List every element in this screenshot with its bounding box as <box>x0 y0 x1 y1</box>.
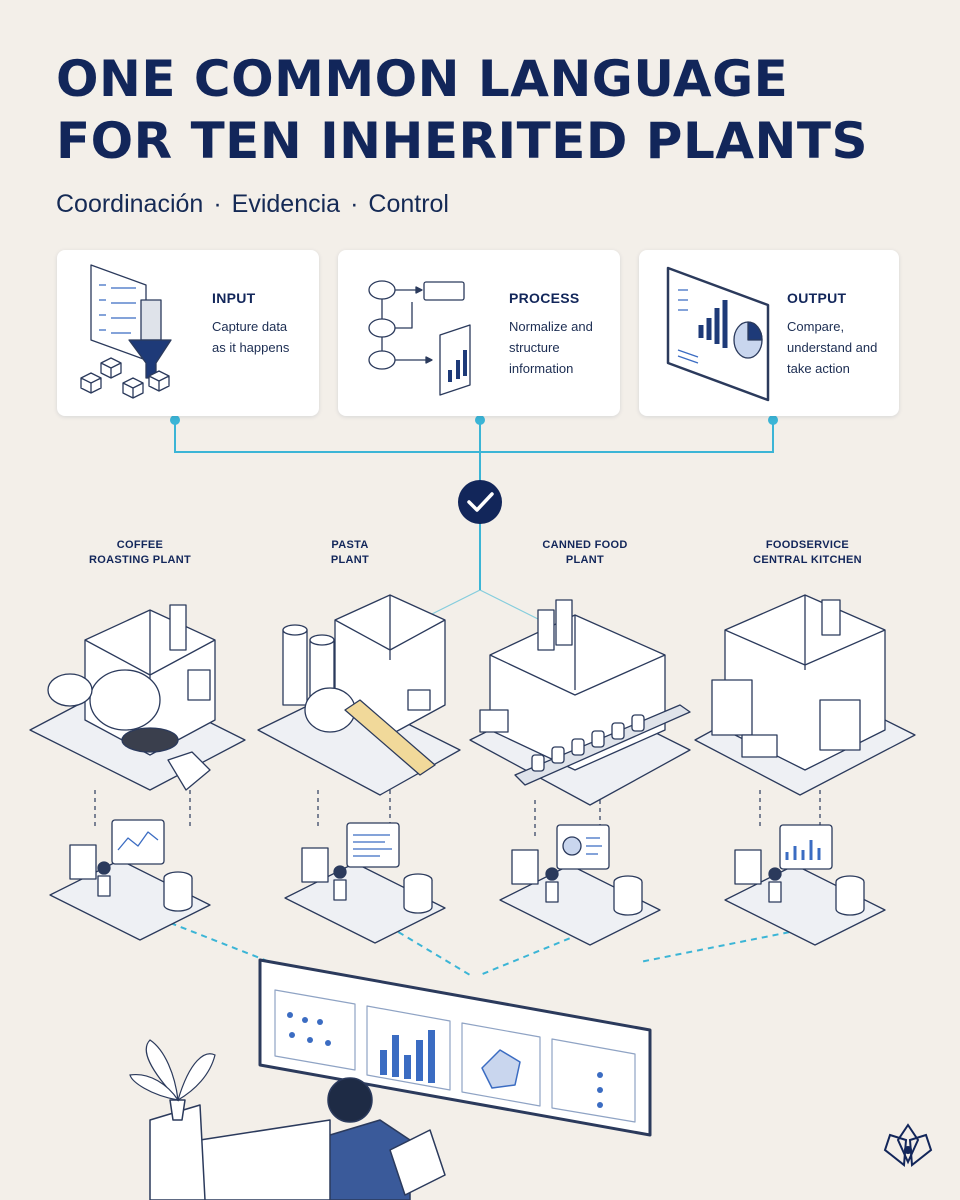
foodservice-kitchen-illustration <box>694 594 916 796</box>
plant-label-coffee: COFFEE ROASTING PLANT <box>80 538 200 568</box>
plant-label-line: ROASTING PLANT <box>89 554 191 566</box>
process-flow-icon <box>368 280 471 396</box>
card-body: Normalize and structure information <box>509 316 629 379</box>
plant-label-line: PLANT <box>330 554 370 566</box>
card-body-line: Compare, <box>787 319 845 334</box>
subtitle-item-coordination: Coordinación <box>56 190 204 218</box>
connector-dots <box>170 415 778 425</box>
card-input-text: INPUT Capture data as it happens <box>212 290 332 358</box>
card-body-line: take action <box>787 361 850 376</box>
analytics-dashboard-icon <box>666 266 770 402</box>
plant-label-line: PLANT <box>565 554 605 566</box>
workstation-3 <box>499 824 661 946</box>
plant-label-line: CENTRAL KITCHEN <box>753 554 862 566</box>
plant-to-workstation-connectors <box>94 790 821 840</box>
card-heading: PROCESS <box>509 290 580 306</box>
card-heading: INPUT <box>212 290 256 306</box>
workstation-4 <box>724 824 886 946</box>
page-title: ONE COMMON LANGUAGE FOR TEN INHERITED PL… <box>56 48 936 172</box>
card-body-line: Normalize and <box>509 319 593 334</box>
flower-logo-icon <box>883 1123 933 1167</box>
database-funnel-icon <box>80 264 172 399</box>
canned-food-plant-illustration <box>469 599 691 806</box>
plant-label-line: FOODSERVICE <box>765 539 850 551</box>
plant-label-line: COFFEE <box>116 539 164 551</box>
subtitle-separator: · <box>350 190 359 218</box>
card-body: Capture data as it happens <box>212 316 332 358</box>
card-process-text: PROCESS Normalize and structure informat… <box>509 290 629 379</box>
central-dashboard-illustration <box>149 958 652 1200</box>
plant-label-foodservice: FOODSERVICE CENTRAL KITCHEN <box>740 538 875 568</box>
card-body-line: information <box>509 361 574 376</box>
subtitle-item-evidence: Evidencia <box>231 190 341 218</box>
card-body-line: structure <box>509 340 560 355</box>
plant-label-canned-food: CANNED FOOD PLANT <box>530 538 640 568</box>
card-body-line: Capture data <box>212 319 288 334</box>
card-body-line: understand and <box>787 340 878 355</box>
card-connector <box>174 418 774 453</box>
workstation-1 <box>49 819 211 941</box>
pasta-plant-illustration <box>257 594 461 796</box>
plant-label-line: CANNED FOOD <box>542 539 628 551</box>
card-body: Compare, understand and take action <box>787 316 907 379</box>
title-line-2: FOR TEN INHERITED PLANTS <box>56 112 868 170</box>
plant-label-pasta: PASTA PLANT <box>300 538 400 568</box>
workstation-2 <box>284 822 446 944</box>
card-heading: OUTPUT <box>787 290 847 306</box>
check-circle-icon <box>458 480 502 524</box>
card-process: PROCESS Normalize and structure informat… <box>338 250 620 416</box>
card-output: OUTPUT Compare, understand and take acti… <box>639 250 899 416</box>
subtitle-item-control: Control <box>368 190 449 218</box>
card-input: INPUT Capture data as it happens <box>57 250 319 416</box>
workstation-to-dashboard-connectors <box>149 914 801 976</box>
title-line-1: ONE COMMON LANGUAGE <box>56 50 789 108</box>
plant-leaves-illustration <box>129 1039 216 1102</box>
plant-workstations <box>49 819 886 946</box>
card-body-line: as it happens <box>212 340 290 355</box>
coffee-plant-illustration <box>29 604 246 791</box>
subtitle-separator: · <box>213 190 222 218</box>
plant-label-line: PASTA <box>331 539 369 551</box>
subtitle: Coordinación · Evidencia · Control <box>56 190 449 219</box>
card-output-text: OUTPUT Compare, understand and take acti… <box>787 290 907 379</box>
